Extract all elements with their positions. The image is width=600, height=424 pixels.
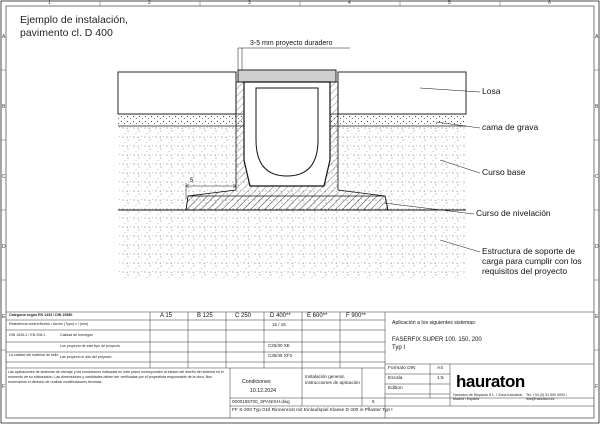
col-number: 4 bbox=[348, 0, 351, 6]
drawing-title-line1: Ejemplo de instalación, bbox=[20, 14, 128, 26]
value-flexion: 15 / 15 bbox=[272, 322, 286, 327]
value-concrete-1: C25/30 XE bbox=[268, 343, 290, 348]
drawing-title-line2: pavimento cl. D 400 bbox=[20, 27, 113, 39]
right-slab bbox=[337, 71, 467, 115]
levelling-course bbox=[185, 195, 389, 211]
callout-gravel-bed: cama de grava bbox=[482, 122, 539, 132]
row-letter: A bbox=[2, 34, 6, 40]
row-label-din: DIN 1045-2 / EN 206-1 bbox=[9, 333, 46, 337]
row-letter: B bbox=[2, 104, 6, 110]
category-label: Categoría según EN 1433 / DIN 19580 bbox=[9, 313, 73, 317]
callout-slab: Losa bbox=[482, 86, 501, 96]
row-letter: F bbox=[595, 384, 599, 390]
row-letter: C bbox=[2, 174, 6, 180]
row-letter: C bbox=[595, 174, 599, 180]
class-b125: B 125 bbox=[197, 313, 213, 319]
channel-profile bbox=[255, 87, 319, 177]
class-a15: A 15 bbox=[160, 313, 173, 319]
install-text-line2: instrucciones de aplicación bbox=[305, 380, 360, 385]
col-number: 5 bbox=[448, 0, 451, 6]
callout-support-line1: Estructura de soporte de bbox=[482, 246, 576, 256]
company-address: Hauraton de Hispania S.L. / Zona Industr… bbox=[453, 393, 523, 402]
install-text-line1: Instalación general, bbox=[305, 374, 345, 379]
left-slab bbox=[117, 71, 237, 115]
value-concrete-2: C35/45 XF3 bbox=[268, 353, 293, 358]
row-label-seal: La calidad del material de sello bbox=[9, 353, 59, 357]
callout-support-line3: requisitos del proyecto bbox=[482, 266, 568, 276]
scale-label: Escala bbox=[388, 376, 403, 381]
file-name: 0000185700_SPANISH.dwg bbox=[232, 399, 290, 404]
row-letter: E bbox=[2, 314, 6, 320]
row-note-in-situ: Las proyecto in situ del proyecto bbox=[60, 355, 112, 359]
row-label-flexion: Resistencia contra flexión / Ancho (Typo… bbox=[9, 322, 89, 326]
bottom-caption: FF S-200 Typ 010 Rinnenrost mit Einlaufs… bbox=[232, 408, 393, 413]
row-letter: B bbox=[595, 104, 599, 110]
row-letter: E bbox=[595, 314, 599, 320]
grate bbox=[237, 69, 337, 83]
edition-label: Edition bbox=[388, 386, 403, 391]
col-number: 6 bbox=[548, 0, 551, 6]
disclaimer-text: Las aplicaciones de sistemas de drenaje … bbox=[8, 370, 224, 384]
row-letter: A bbox=[595, 34, 599, 40]
scale-value: 1:5 bbox=[437, 376, 444, 381]
class-c250: C 250 bbox=[235, 313, 252, 319]
callout-base-course: Curso base bbox=[482, 167, 526, 177]
drawing-date: 10.12.2024 bbox=[250, 388, 276, 394]
format-value: A4 bbox=[437, 366, 443, 371]
dimension-label: 5 bbox=[190, 178, 194, 184]
class-e600: E 600** bbox=[307, 313, 328, 319]
hauraton-logo: hauraton bbox=[456, 372, 525, 391]
row-letter: D bbox=[595, 244, 599, 250]
page-number: 6 bbox=[372, 399, 375, 404]
col-number: 3 bbox=[248, 0, 251, 6]
row-note-concrete: Calidad de hormigón bbox=[60, 333, 94, 337]
class-d400: D 400** bbox=[270, 313, 291, 319]
class-f900: F 900** bbox=[346, 313, 367, 319]
product-line1: FASERFIX SUPER 100, 150, 200 bbox=[392, 337, 482, 343]
applies-label: Aplicación a los siguientes sistemas: bbox=[392, 320, 477, 326]
conditions-label: Condiciones bbox=[242, 379, 271, 385]
col-number: 2 bbox=[148, 0, 151, 6]
gap-label: 3-5 mm proyecto duradero bbox=[250, 40, 333, 47]
row-letter: F bbox=[2, 384, 6, 390]
col-number: 1 bbox=[48, 0, 51, 6]
subsoil-layer bbox=[118, 210, 466, 278]
company-contact: Tel. +34 (0) 91 000 0000 / info@hauraton… bbox=[526, 393, 568, 402]
row-letter: D bbox=[2, 244, 6, 250]
format-label: Formato DIN bbox=[388, 366, 416, 371]
callout-support-line2: carga para cumplir con los bbox=[482, 256, 582, 266]
callout-levelling-course: Curso de nivelación bbox=[476, 208, 551, 218]
row-note-project: Los proyecto de este tipo de proyecto bbox=[60, 344, 120, 348]
product-line2: Typ I bbox=[392, 345, 406, 351]
